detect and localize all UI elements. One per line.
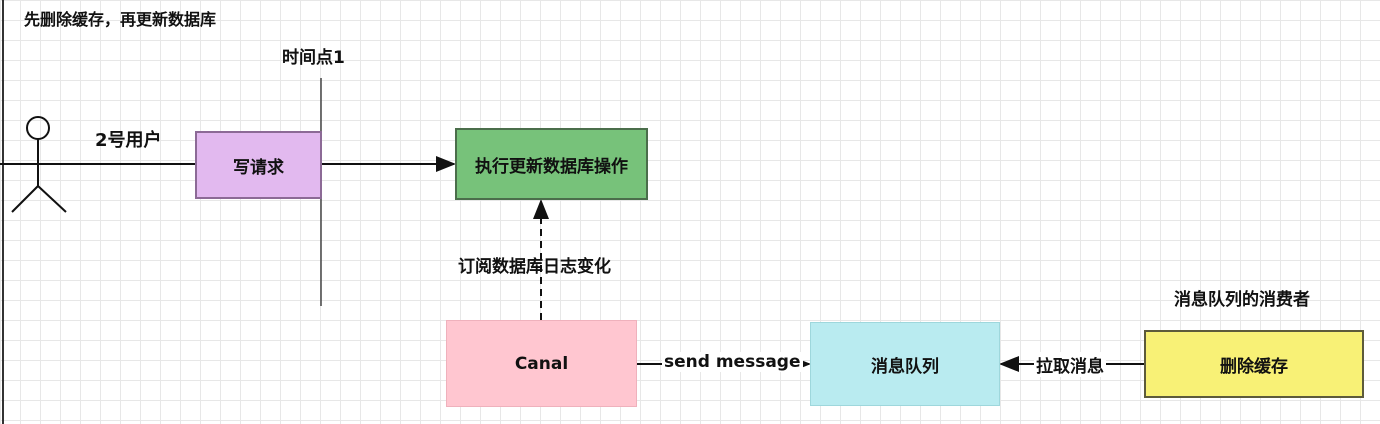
canal-box: Canal [446, 320, 637, 407]
left-border-line [2, 0, 4, 424]
canal-label: Canal [514, 353, 569, 374]
user-label: 2号用户 [95, 130, 162, 151]
time-point-label: 时间点1 [282, 48, 345, 68]
execute-update-box: 执行更新数据库操作 [455, 128, 648, 200]
send-message-label: send message [662, 352, 803, 372]
message-queue-label: 消息队列 [871, 356, 939, 377]
stick-figure-icon [0, 116, 74, 213]
execute-update-label: 执行更新数据库操作 [475, 156, 628, 177]
write-request-label: 写请求 [233, 157, 284, 178]
subscribe-label: 订阅数据库日志变化 [458, 257, 611, 277]
pull-message-label: 拉取消息 [1034, 352, 1106, 377]
diagram-title: 先删除缓存，再更新数据库 [24, 10, 217, 29]
write-request-box: 写请求 [195, 131, 322, 199]
delete-cache-box: 删除缓存 [1144, 330, 1364, 398]
message-queue-box: 消息队列 [810, 322, 1000, 406]
delete-cache-label: 删除缓存 [1220, 356, 1288, 377]
consumer-label: 消息队列的消费者 [1174, 290, 1310, 310]
